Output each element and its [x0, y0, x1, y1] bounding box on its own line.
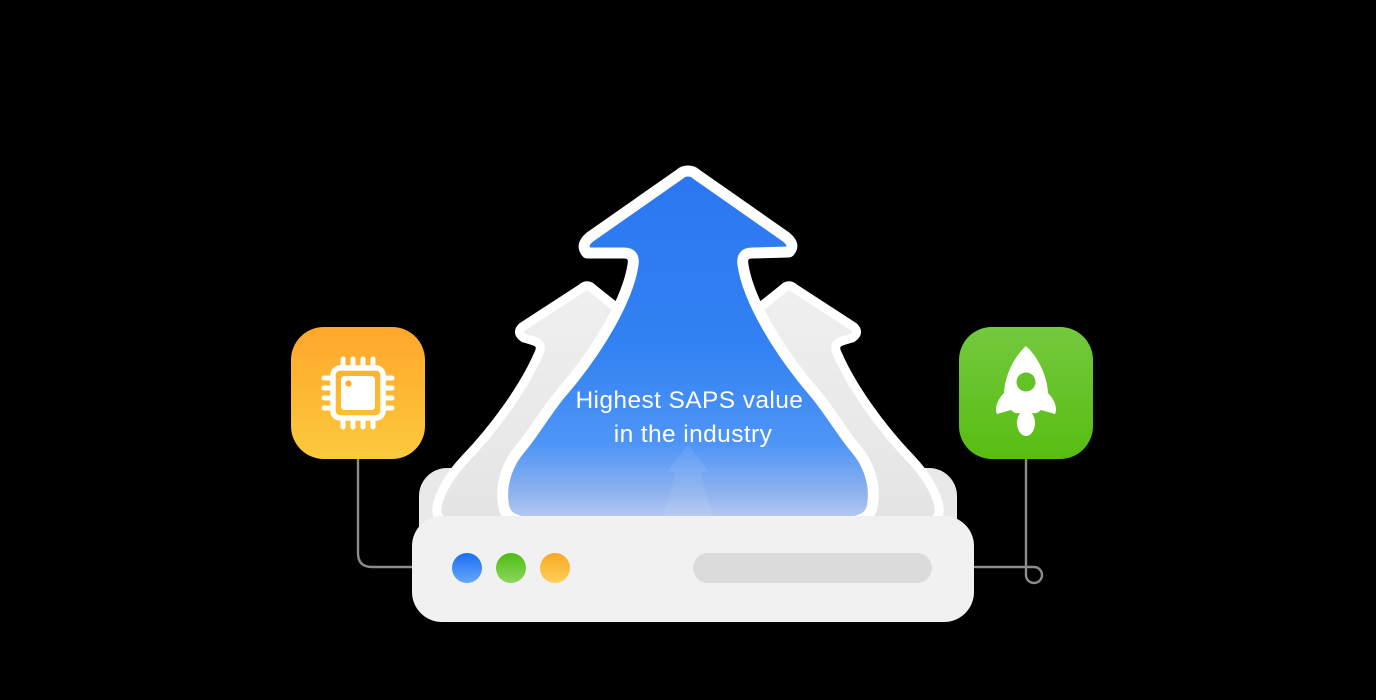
cpu-face [341, 376, 375, 410]
rocket-window [1016, 372, 1036, 392]
server-body [412, 516, 974, 622]
cpu-chip-icon [321, 356, 395, 430]
rocket-flame [1016, 406, 1036, 436]
cpu-marker-dot [345, 380, 352, 387]
arrow-label: Highest SAPS value in the industry [575, 387, 810, 448]
server-indicator-dot-green [496, 553, 526, 583]
cpu-outline [330, 365, 386, 421]
server-slot [693, 553, 932, 583]
arrow-label-line1: Highest SAPS value [575, 387, 803, 414]
ghost-arrow-icon [660, 444, 716, 522]
server-indicator-dot-blue [452, 553, 482, 583]
rocket-icon [995, 346, 1057, 436]
badge-rocket [959, 327, 1093, 459]
badge-cpu [291, 327, 425, 459]
arrow-label-line2: in the industry [614, 421, 773, 448]
server-indicator-dot-orange [540, 553, 570, 583]
connector-line-right [973, 454, 1044, 585]
connector-line-left [356, 454, 416, 569]
